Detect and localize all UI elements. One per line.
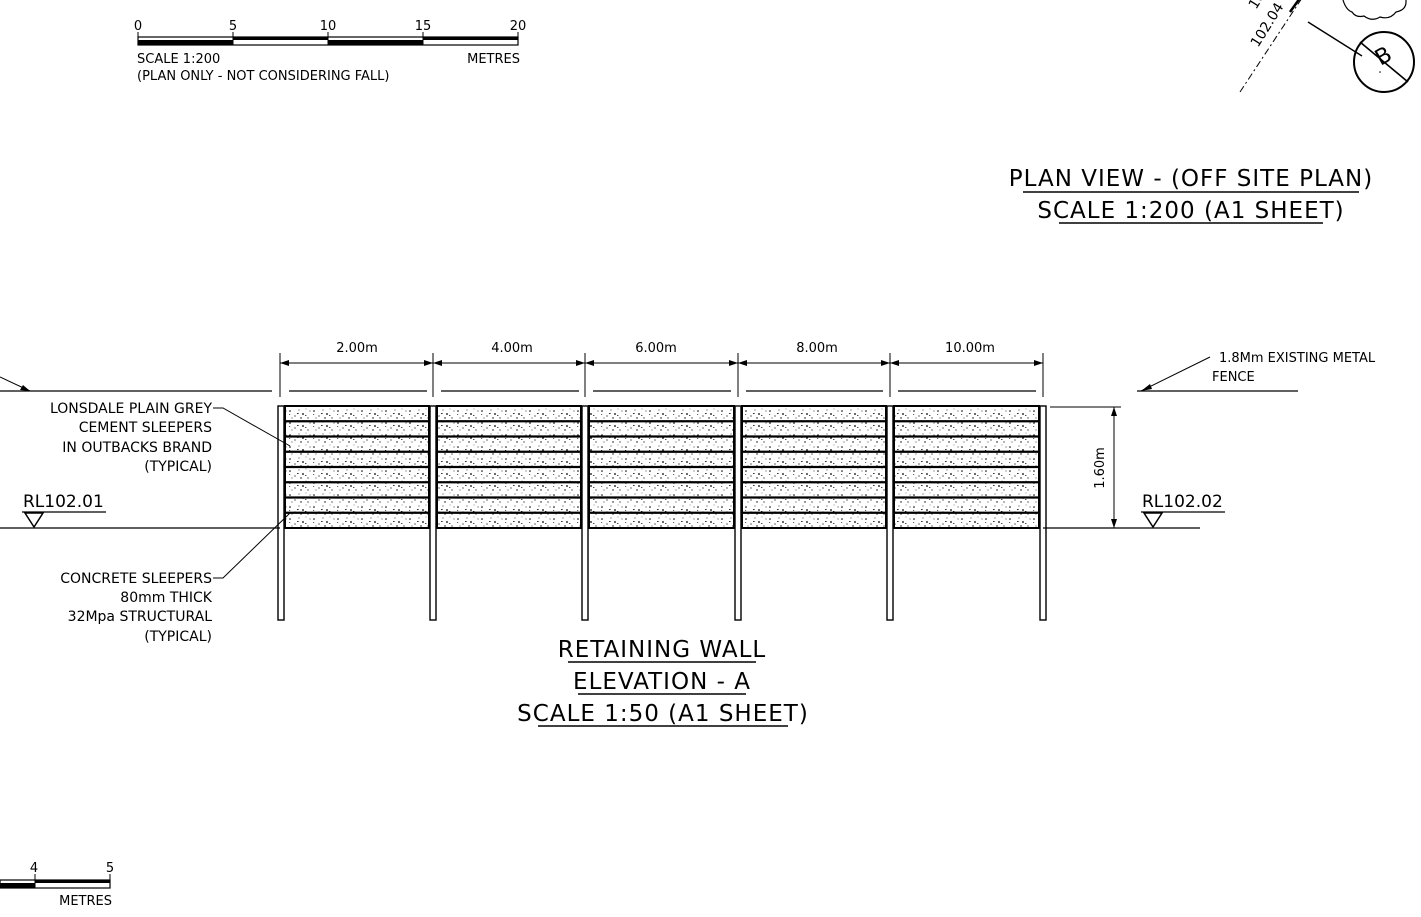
wall-post [581, 405, 589, 621]
elevation-title-line3: SCALE 1:50 (A1 SHEET) [517, 701, 809, 727]
rl-marker-left: RL102.01 [22, 492, 106, 529]
bottom-scale-tick-4: 4 [30, 861, 38, 876]
bottom-scale-tick-5: 5 [106, 861, 114, 876]
scale-tick-15: 15 [415, 19, 432, 34]
scale-tick-20: 20 [510, 19, 527, 34]
sleeper-note-line1: LONSDALE PLAIN GREY [50, 401, 213, 417]
scale-tick-0: 0 [134, 19, 142, 34]
elevation-title-line2: ELEVATION - A [573, 669, 751, 695]
elevation-title-line1: RETAINING WALL [558, 637, 766, 663]
retaining-wall [277, 405, 1047, 621]
wall-post [1039, 405, 1047, 621]
concrete-note: CONCRETE SLEEPERS 80mm THICK 32Mpa STRUC… [60, 512, 291, 645]
height-dimension: 1.60m [1050, 406, 1121, 529]
fence-note-line2: FENCE [1212, 370, 1255, 385]
scale-bar-bottom: 4 5 METRES [0, 861, 114, 909]
bay-dim-3: 6.00m [635, 341, 677, 356]
rl-marker-right: RL102.02 [1141, 492, 1225, 529]
sleeper-note-line4: (TYPICAL) [144, 459, 212, 475]
wall-post [734, 405, 742, 621]
wall-post [886, 405, 894, 621]
plan-view-title: PLAN VIEW - (OFF SITE PLAN) SCALE 1:200 … [1009, 166, 1373, 224]
bay-dim-5: 10.00m [945, 341, 995, 356]
concrete-note-line2: 80mm THICK [120, 590, 213, 606]
corner-level-label-2: 10 [1246, 0, 1269, 12]
fence-note-line1: 1.8Mm EXISTING METAL [1219, 351, 1376, 366]
bay-dim-4: 8.00m [796, 341, 838, 356]
concrete-note-line1: CONCRETE SLEEPERS [60, 571, 212, 587]
bottom-scale-units: METRES [59, 894, 112, 909]
sleeper-note-line2: CEMENT SLEEPERS [79, 420, 212, 436]
scale-note: (PLAN ONLY - NOT CONSIDERING FALL) [137, 69, 389, 84]
wall-post [277, 405, 285, 621]
plan-view-title-line2: SCALE 1:200 (A1 SHEET) [1037, 198, 1344, 224]
wall-post [429, 405, 437, 621]
elevation-title: RETAINING WALL ELEVATION - A SCALE 1:50 … [517, 637, 809, 727]
scale-tick-10: 10 [320, 19, 337, 34]
rl-left-label: RL102.01 [23, 492, 104, 512]
corner-detail: 102.04 10 B [1239, 0, 1415, 93]
scale-bar-top: 0 5 10 15 20 SCALE 1:200 METRES (PLAN ON… [134, 19, 526, 84]
bay-dim-2: 4.00m [491, 341, 533, 356]
height-dim-label: 1.60m [1093, 447, 1108, 489]
existing-fence: 1.8Mm EXISTING METAL FENCE [0, 351, 1376, 392]
scale-tick-5: 5 [229, 19, 237, 34]
scale-label: SCALE 1:200 [137, 52, 220, 67]
bay-dimension-line: 2.00m 4.00m 6.00m 8.00m 10.00m [279, 341, 1044, 397]
tree-canopy-icon [1342, 0, 1407, 20]
section-marker-letter: B [1371, 42, 1397, 71]
concrete-note-line3: 32Mpa STRUCTURAL [68, 609, 213, 625]
concrete-note-line4: (TYPICAL) [144, 629, 212, 645]
section-marker-icon [1353, 31, 1415, 93]
sleeper-note: LONSDALE PLAIN GREY CEMENT SLEEPERS IN O… [50, 401, 291, 475]
bay-dim-1: 2.00m [336, 341, 378, 356]
sleeper-note-line3: IN OUTBACKS BRAND [62, 440, 212, 456]
scale-units-label: METRES [467, 52, 520, 67]
plan-view-title-line1: PLAN VIEW - (OFF SITE PLAN) [1009, 166, 1373, 192]
rl-right-label: RL102.02 [1142, 492, 1223, 512]
